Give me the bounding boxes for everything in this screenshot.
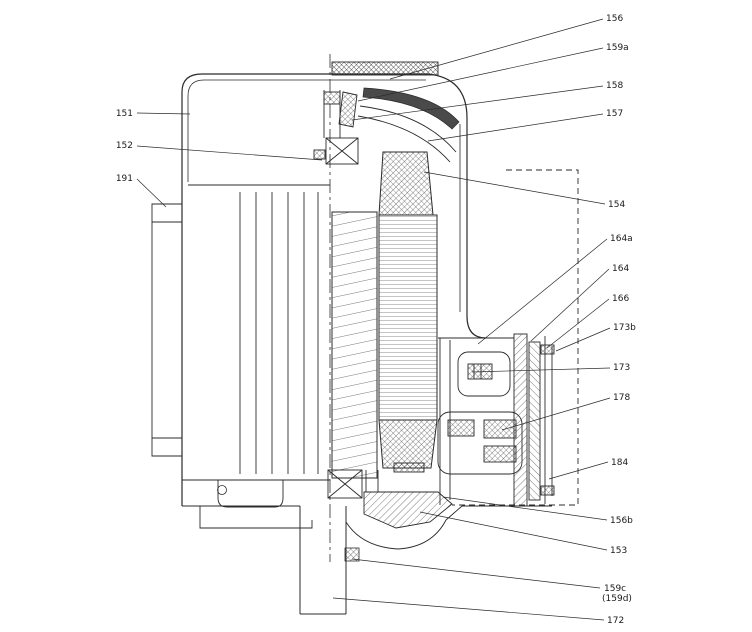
ref-label-158: 158 [606,81,623,91]
ref-label-153: 153 [610,546,627,556]
leader-line-154 [423,171,606,205]
knurled-band [331,61,439,76]
terminal-flange-assembly [437,333,555,521]
ref-label-184: 184 [611,458,628,468]
leader-line-173b [555,327,611,352]
bottom-end-winding [378,419,438,469]
leader-line-156 [389,18,604,80]
leader-line-152 [136,145,323,161]
ref-label-173b: 173b [613,323,636,333]
fan-deflector [338,87,460,163]
ref-label-164a: 164a [610,234,633,244]
leader-line-157 [427,113,604,142]
ref-label-164: 164 [612,264,629,274]
leader-line-184 [548,461,609,480]
leader-line-191 [136,178,167,208]
leader-line-178 [501,397,611,431]
top-end-winding [378,151,434,216]
leader-line-159c [351,558,601,589]
leader-line-156b [442,496,608,521]
ref-label-156: 156 [606,14,623,24]
rotor-core [331,211,378,479]
ref-label-159c: 159c(159d) [602,584,632,604]
reference-labels-layer: 156 159a 158 157 151 152 191 154 164a 164 166 173b 1… [116,14,636,626]
ref-label-173: 173 [613,363,630,373]
output-shaft [299,506,347,615]
ref-label-166: 166 [612,294,629,304]
ref-label-157: 157 [606,109,623,119]
leader-line-153 [419,511,608,551]
ref-label-172: 172 [607,616,624,626]
ref-label-152: 152 [116,141,133,151]
mounting-bracket [151,203,182,457]
ref-label-191: 191 [116,174,133,184]
ref-label-151: 151 [116,109,133,119]
top-bearing [313,90,359,165]
leader-line-166 [546,298,610,349]
shaft-seal [344,547,360,562]
bottom-end-shield [327,462,453,550]
leader-line-173 [471,367,611,373]
stator-winding-lines [217,192,319,508]
ref-label-156b: 156b [610,516,633,526]
ref-label-154: 154 [608,200,625,210]
leader-line-151 [136,112,191,115]
ref-label-159a: 159a [606,43,629,53]
motor-housing-outline [181,73,487,529]
ref-label-178: 178 [613,393,630,403]
leader-line-164a [477,238,608,345]
leader-line-158 [351,85,604,121]
leader-line-159a [357,47,604,102]
leader-line-172 [332,597,605,621]
leader-line-164 [530,268,610,342]
stator-core [378,214,438,421]
